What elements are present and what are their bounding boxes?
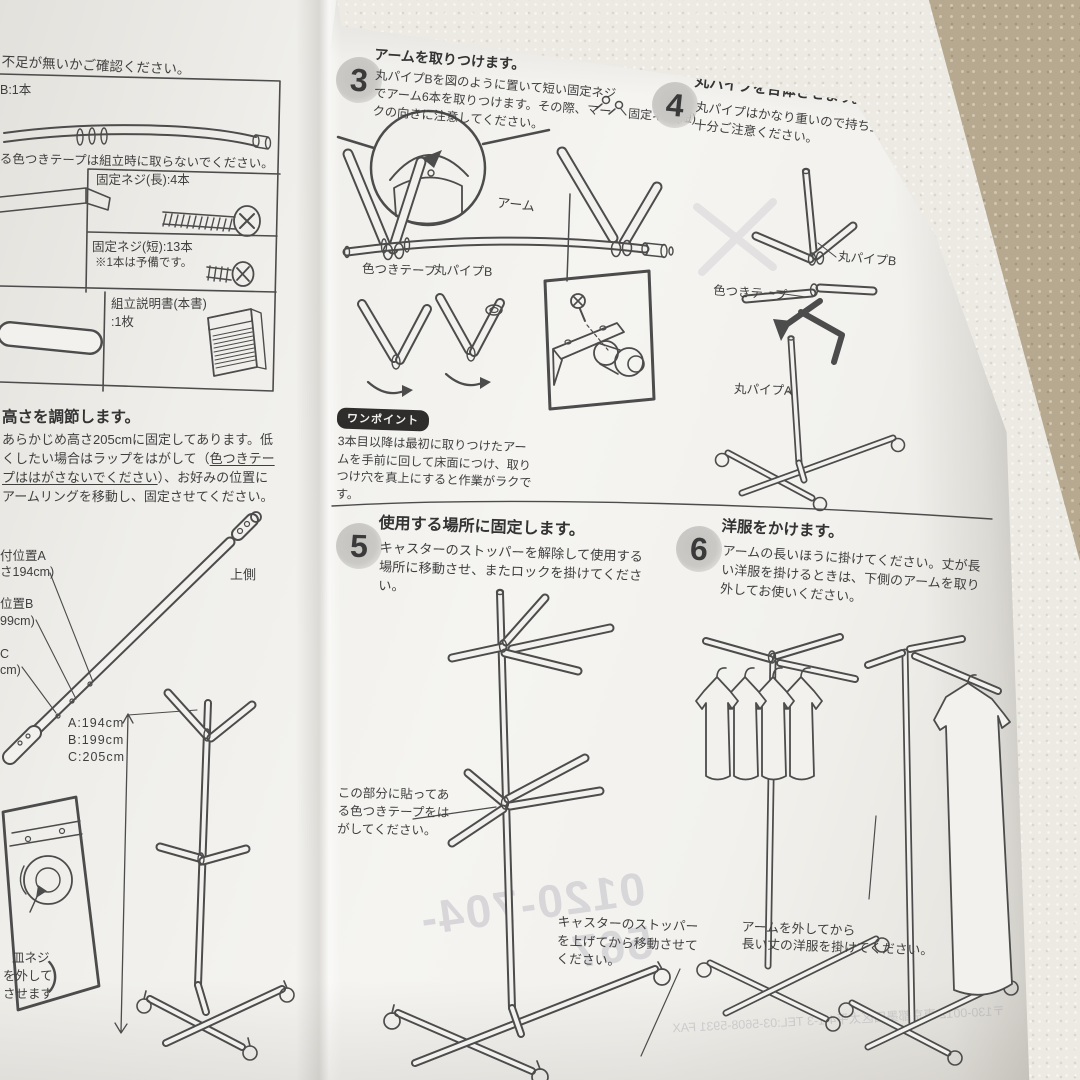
step3-magnifier-circle bbox=[336, 109, 551, 227]
step3-rotating-arms bbox=[357, 293, 505, 397]
arm-part-icon bbox=[0, 321, 103, 355]
height-section-title: 高さを調節します。 bbox=[2, 409, 140, 426]
height-section-body: あらかじめ高さ205cmに固定してあります。低くしたい場合はラップをはがして（色… bbox=[2, 432, 275, 504]
manual-quantity: :1枚 bbox=[111, 315, 134, 329]
height-dimension-arrow bbox=[114, 709, 198, 1034]
arm-ring-inset-box bbox=[1, 795, 101, 1012]
manual-label: 組立説明書(本書) bbox=[111, 297, 207, 311]
onepoint-body: 3本目以降は最初に取りつけたアームを手前に回して床面につけ、取りつけ穴を真上にす… bbox=[335, 433, 532, 502]
label-round-pipe-a: 丸パイプA bbox=[733, 381, 793, 399]
onepoint-badge: ワンポイント bbox=[336, 407, 430, 432]
screw-short-note: ※1本は予備です。 bbox=[95, 257, 193, 269]
screw-short-label: 固定ネジ(短):13本 bbox=[92, 240, 193, 254]
height-c-value: C:205cm bbox=[68, 750, 126, 764]
pole-position-b-height: 99cm) bbox=[0, 614, 35, 628]
inset-screw-label: 皿ネジ bbox=[12, 951, 50, 965]
height-a-value: A:194cm bbox=[68, 716, 125, 730]
label-caster-stopper: キャスターのストッパーを上げてから移動させてください。 bbox=[556, 913, 699, 969]
pole-diagram bbox=[2, 511, 262, 765]
pipe-b-quantity: B:1本 bbox=[0, 83, 32, 97]
step6-stand-with-shirts bbox=[695, 633, 890, 1032]
step5-body: キャスターのストッパーを解除して使用する場所に移動させ、またロックを掛けてくださ… bbox=[378, 539, 644, 595]
base-plate-corner bbox=[0, 187, 111, 213]
step6-stand-with-dress bbox=[838, 635, 1019, 1066]
label-colored-tape-step3: 色つきテープ bbox=[361, 261, 437, 279]
step3-arms-and-pipe bbox=[342, 95, 674, 282]
short-screw-icon bbox=[206, 261, 255, 287]
pole-position-c-label: C bbox=[0, 647, 10, 661]
screw-long-label: 固定ネジ(長):4本 bbox=[96, 173, 190, 187]
step4-diagram bbox=[714, 167, 906, 512]
inset-paren: ） bbox=[46, 960, 80, 998]
pole-position-c-height: cm) bbox=[0, 663, 21, 677]
pole-position-b-label: 位置B bbox=[0, 597, 34, 611]
paper-fold-left bbox=[296, 0, 342, 1080]
inset-move-label: させます bbox=[3, 987, 54, 1001]
underlined-warning: 色つきテープははがさないでください bbox=[2, 450, 275, 485]
manual-booklet-icon bbox=[207, 308, 267, 377]
step5-stand-diagram bbox=[383, 588, 681, 1080]
section-divider-line bbox=[331, 500, 993, 520]
pole-position-a-label: 付位置A bbox=[0, 549, 46, 563]
height-b-value: B:199cm bbox=[68, 733, 125, 747]
step4-bleedthrough-x bbox=[693, 198, 777, 276]
label-tape-removal: この部分に貼ってある色つきテープをはがしてください。 bbox=[337, 785, 450, 838]
upper-side-label: 上側 bbox=[230, 567, 257, 582]
parts-table-borders bbox=[0, 73, 281, 392]
long-screw-icon bbox=[162, 205, 261, 237]
label-round-pipe-b-step3: 丸パイプB bbox=[433, 262, 493, 280]
small-stand-diagram bbox=[136, 688, 295, 1061]
inset-remove-label: を外して bbox=[3, 969, 53, 983]
step3-screw-inset-box bbox=[543, 269, 656, 411]
pole-position-a-height: さ194cm) bbox=[0, 565, 55, 579]
label-arm: アーム bbox=[496, 195, 536, 214]
pipe-b-diagram bbox=[3, 124, 272, 150]
